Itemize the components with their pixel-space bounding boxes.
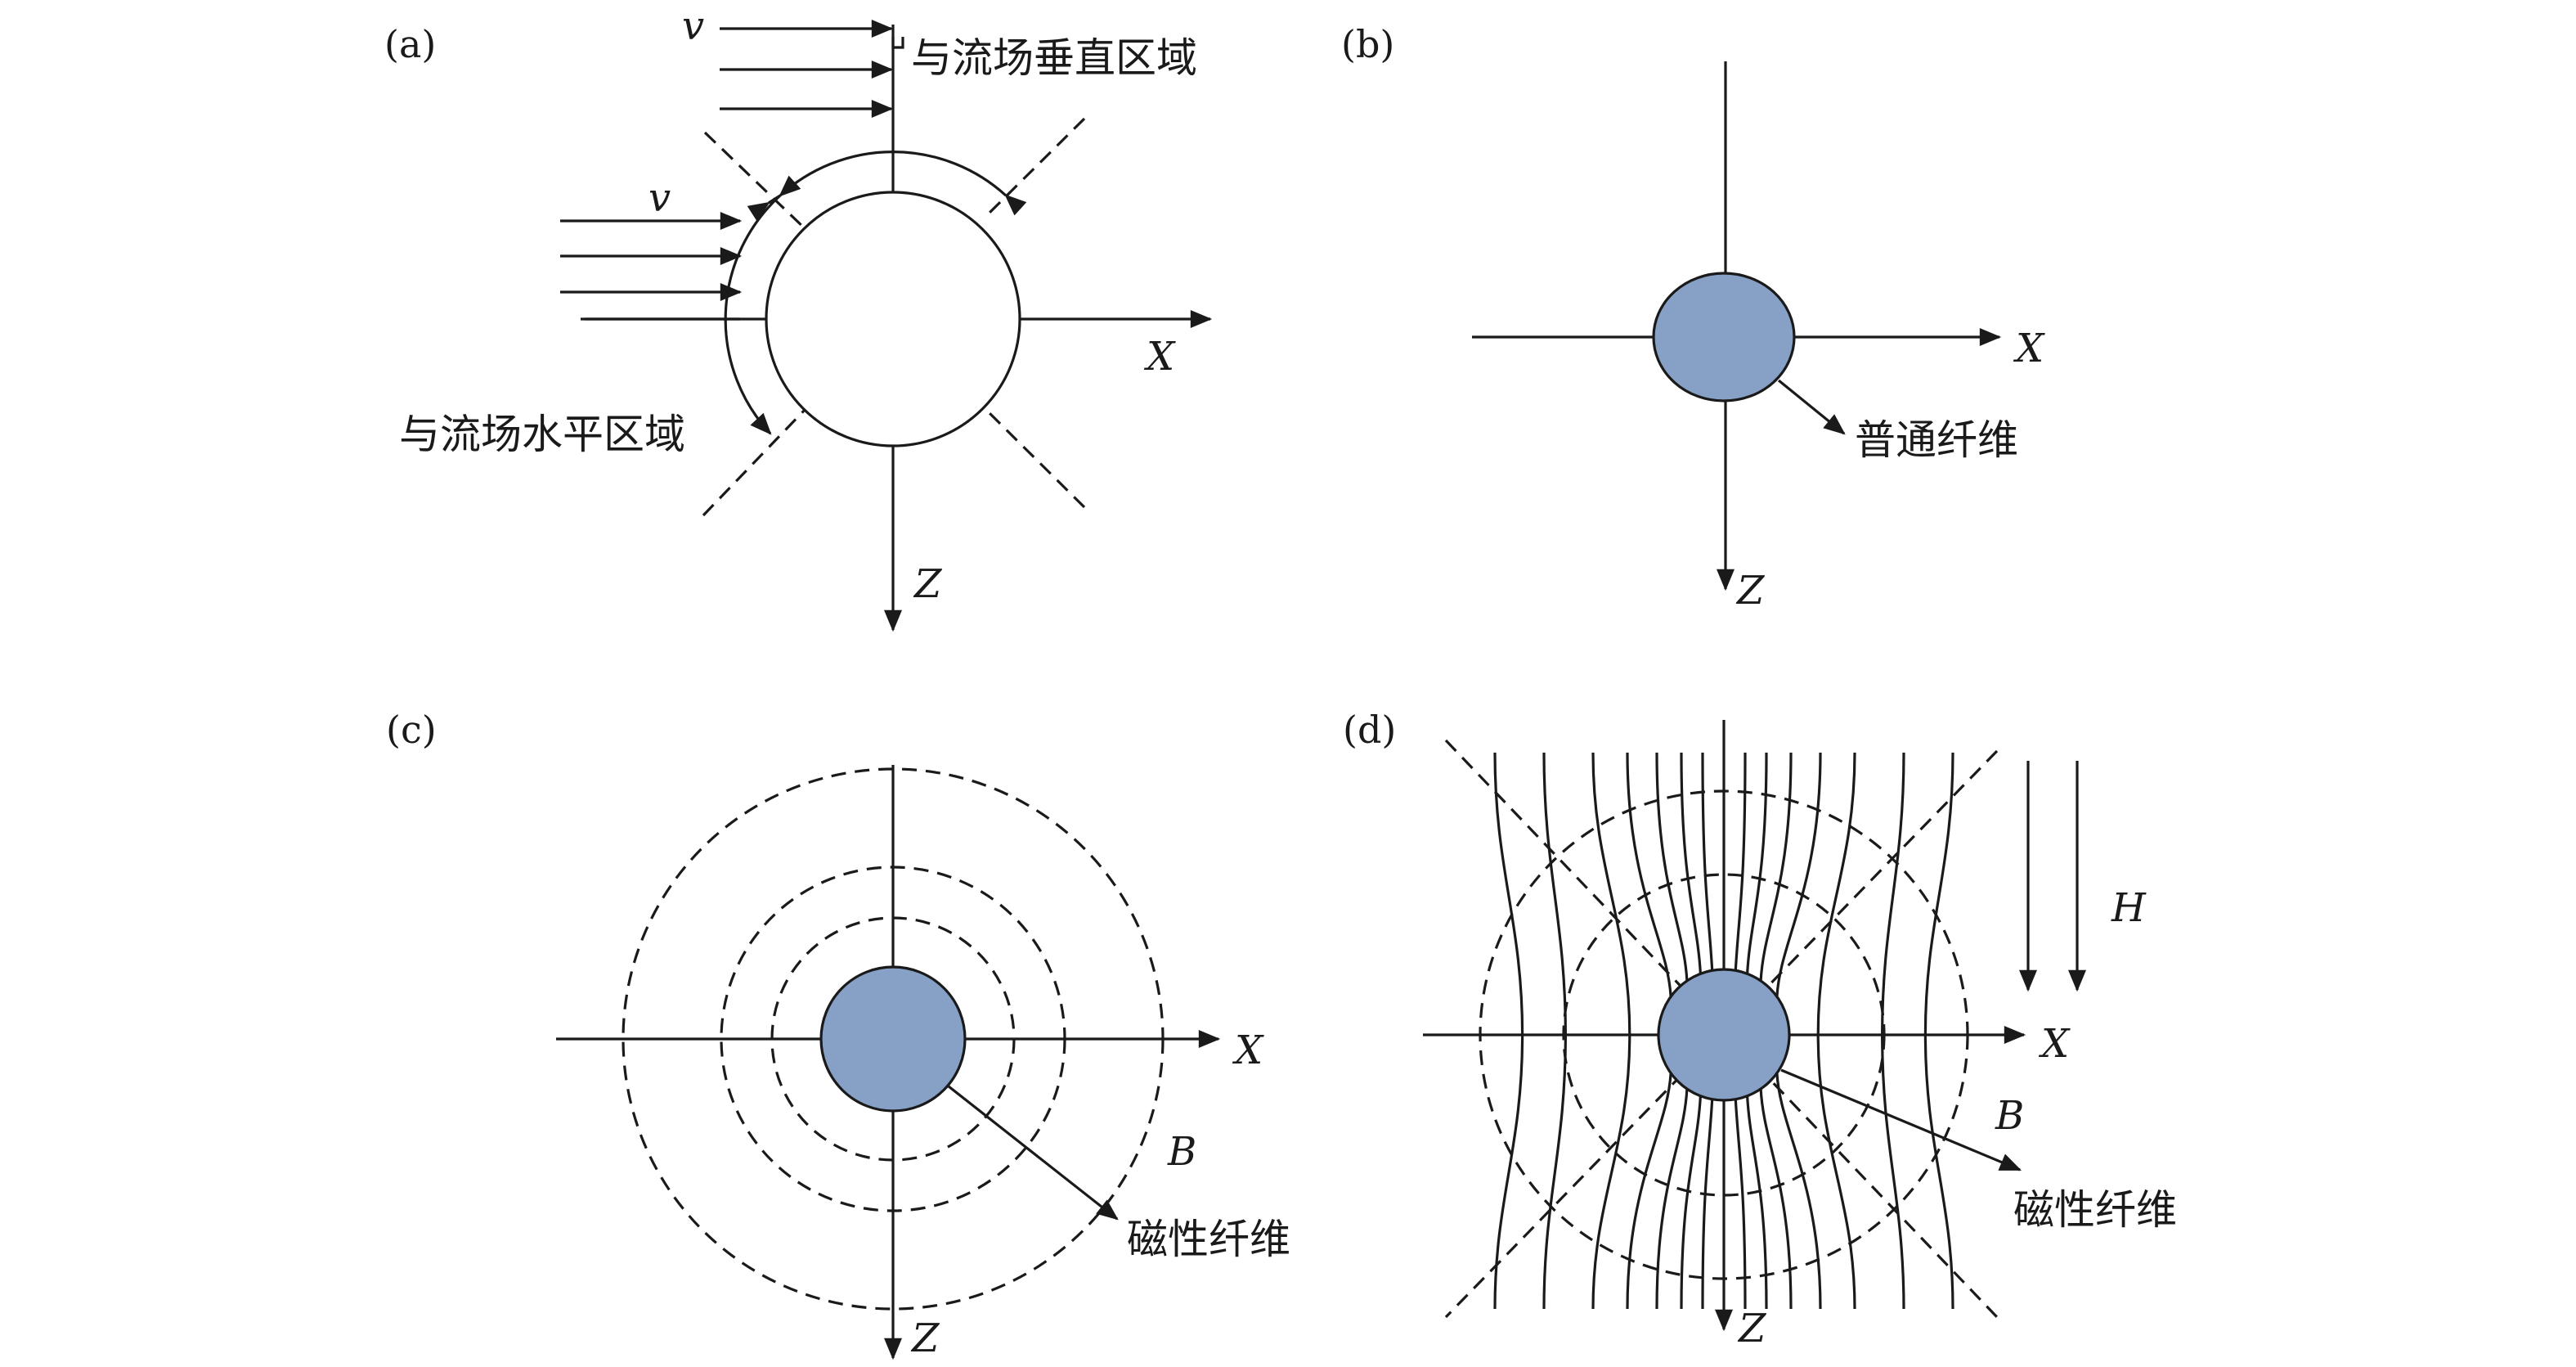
panel-b-fiber-pointer-arrow — [1777, 379, 1846, 435]
panel-d-field-line-11 — [1775, 752, 1822, 1310]
panel-a-dashed-diagonal-ul — [703, 131, 810, 233]
panel-a-fiber-circle — [765, 191, 1021, 447]
panel-c-fiber-pointer-arrow — [948, 1085, 1119, 1221]
panel-d-field-line-3 — [1591, 752, 1631, 1310]
panel-b-axis-x-label: X — [2013, 326, 2045, 371]
panel-d: (d) H B 磁性纤维 X Z — [1343, 708, 2177, 1351]
panel-c-fiber-label: 磁性纤维 — [1127, 1216, 1290, 1263]
panel-d-field-line-8 — [1734, 752, 1747, 1310]
panel-d-field-line-10 — [1759, 752, 1793, 1310]
panel-d-label: (d) — [1343, 708, 1396, 752]
panel-d-field-line-12 — [1816, 752, 1856, 1310]
panel-d-magnetic-fiber — [1657, 968, 1791, 1102]
panel-a-velocity-top: v — [682, 3, 704, 49]
panel-d-field-line-13 — [1880, 752, 1905, 1310]
panel-d-field-line-9 — [1746, 752, 1768, 1310]
panel-a-axis-z-label: Z — [913, 561, 943, 607]
panel-b-fiber-label: 普通纤维 — [1855, 416, 2018, 464]
panel-d-magnetic-field-label: H — [2111, 885, 2147, 931]
panel-c-field-label: B — [1167, 1129, 1196, 1175]
panel-d-axis-z-label: Z — [1737, 1306, 1767, 1351]
panel-d-field-line-1 — [1493, 752, 1524, 1310]
panel-a-dashed-diagonal-ll — [702, 407, 807, 517]
panel-d-axis-x-label: X — [2038, 1021, 2071, 1067]
panel-a-velocity-left: v — [648, 175, 671, 221]
panel-c: (c) B 磁性纤维 X Z — [386, 708, 1290, 1361]
panel-d-field-line-14 — [1923, 752, 1954, 1310]
panel-b: (b) 普通纤维 X Z — [1341, 22, 2045, 614]
panel-d-fiber-label: 磁性纤维 — [2013, 1186, 2177, 1234]
panel-d-fiber-pointer-arrow — [1780, 1068, 2022, 1171]
panel-a-horizontal-region-arc — [724, 194, 782, 435]
panel-a-dashed-diagonal-ur — [988, 117, 1086, 214]
panel-a-vertical-region-arc — [779, 150, 1027, 216]
panel-a-dashed-diagonal-lr — [988, 411, 1086, 509]
panel-d-field-line-4 — [1626, 752, 1672, 1310]
panel-d-field-line-5 — [1655, 752, 1689, 1310]
panel-d-field-line-2 — [1542, 752, 1568, 1310]
panel-c-axis-x-label: X — [1232, 1027, 1264, 1073]
panel-c-label: (c) — [386, 708, 437, 752]
panel-b-axis-z-label: Z — [1735, 568, 1766, 614]
panel-a-label: (a) — [384, 22, 436, 66]
panel-d-field-line-6 — [1680, 752, 1702, 1310]
panel-a-horizontal-region-arc-start — [747, 194, 781, 222]
panel-c-axis-z-label: Z — [910, 1315, 940, 1361]
panel-b-label: (b) — [1341, 22, 1394, 66]
panel-d-field-label: B — [1995, 1093, 2024, 1139]
panel-d-field-line-7 — [1701, 752, 1714, 1310]
panel-a: (a) v v 与流场垂直区域 与流场水平区域 X Z — [384, 3, 1213, 632]
panel-a-axis-x-label: X — [1143, 334, 1176, 380]
panel-a-region-horizontal: 与流场水平区域 — [399, 411, 685, 458]
panel-c-magnetic-fiber — [819, 965, 967, 1113]
panel-b-ordinary-fiber — [1652, 272, 1796, 402]
panel-a-region-vertical: 与流场垂直区域 — [911, 34, 1197, 82]
panel-a-right-angle-mark — [891, 37, 904, 49]
panel-d-dashed-diagonal-2 — [1444, 749, 1999, 1319]
panel-d-dashed-diagonal-1 — [1444, 739, 1999, 1319]
